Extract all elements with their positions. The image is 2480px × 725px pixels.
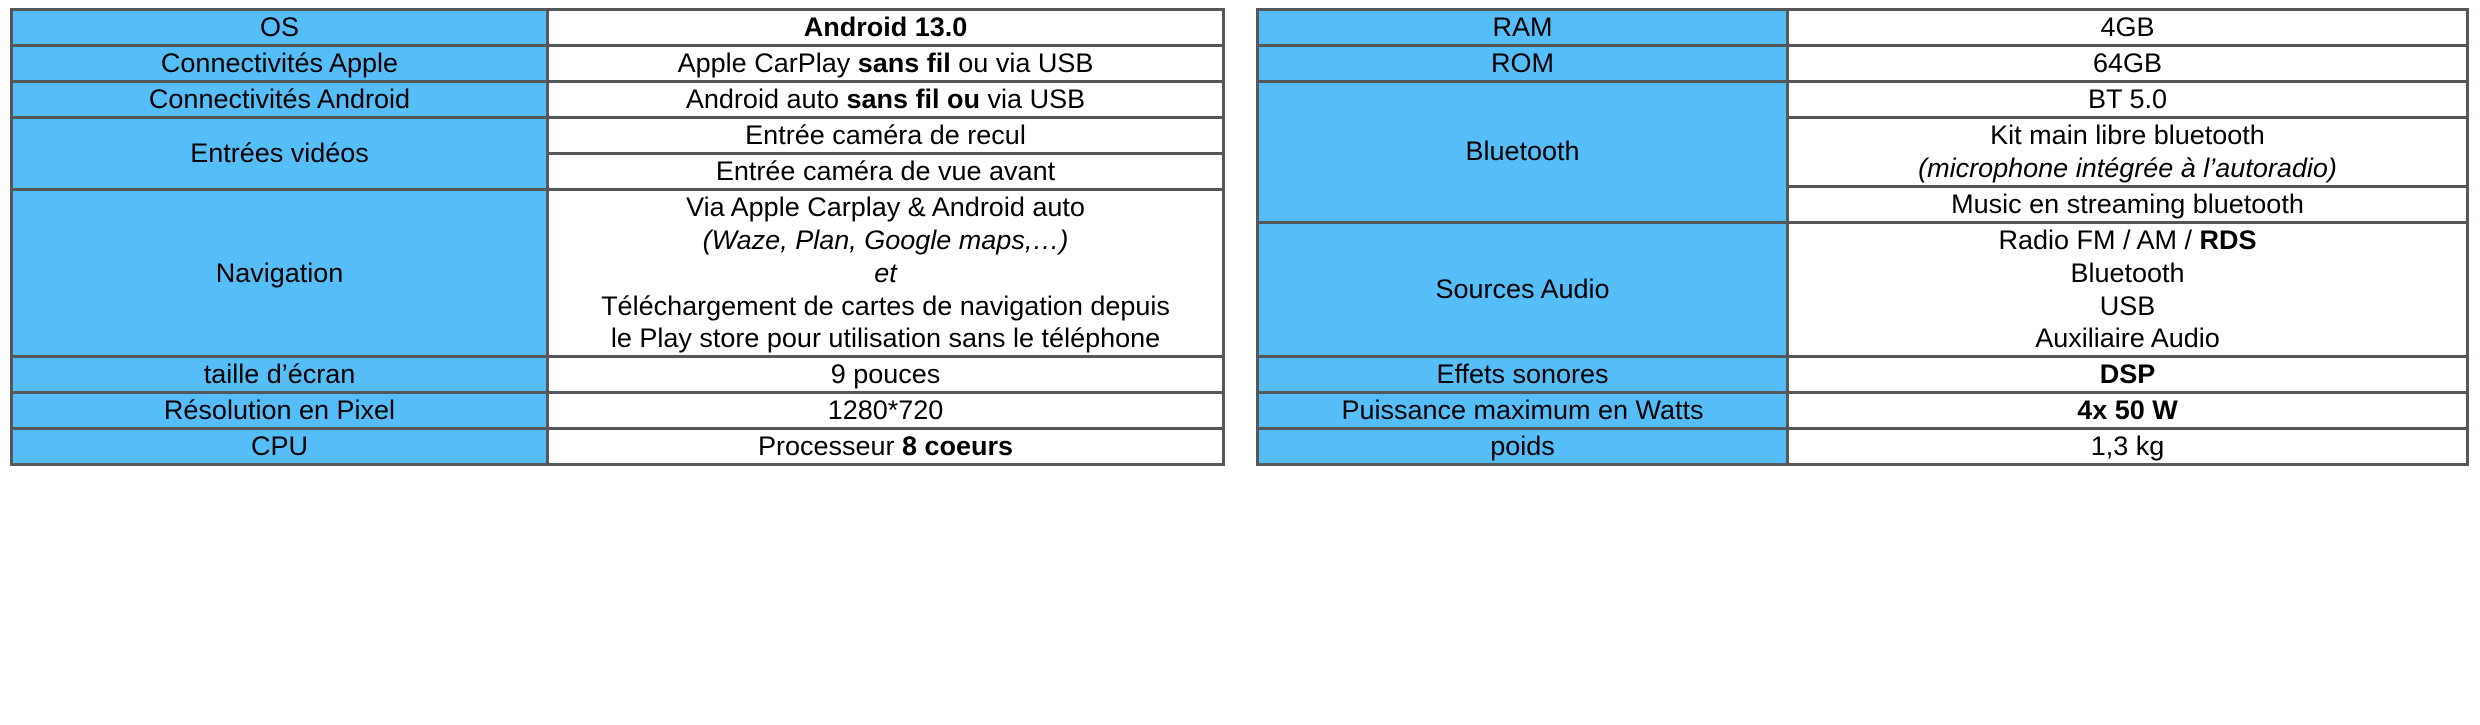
spec-value-cell: Processeur 8 coeurs (546, 427, 1225, 467)
spec-label-cell: OS (10, 8, 549, 47)
value-line: Bluetooth (1795, 257, 2460, 290)
spec-value-cell: Apple CarPlay sans fil ou via USB (546, 43, 1225, 83)
value-text-segment: 1,3 kg (2090, 431, 2165, 462)
spec-label-cell: Bluetooth (1256, 79, 1789, 224)
spec-value-cell: 4x 50 W (1786, 391, 2469, 431)
value-line: Téléchargement de cartes de navigation d… (555, 290, 1216, 323)
value-text-segment: (microphone intégrée à l’autoradio) (1918, 152, 2337, 183)
value-text-segment: Entrée caméra de recul (745, 119, 1026, 150)
spec-label-cell: Navigation (10, 187, 549, 359)
value-line: et (555, 257, 1216, 290)
table-row: Bluetooth BT 5.0 (1256, 79, 2469, 224)
spec-value-cell: 4GB (1786, 8, 2469, 47)
table-row: Puissance maximum en Watts 4x 50 W (1256, 391, 2469, 431)
spec-label-cell: CPU (10, 427, 549, 467)
value-text-segment: Processeur (757, 431, 902, 462)
value-text-segment: USB (2099, 290, 2156, 321)
spec-value-cell: 9 pouces (546, 355, 1225, 395)
value-line: Via Apple Carplay & Android auto (555, 191, 1216, 224)
spec-label-cell: poids (1256, 427, 1789, 467)
spec-label-cell: Entrées vidéos (10, 115, 549, 191)
spec-value-cell: Android auto sans fil ou via USB (546, 79, 1225, 119)
spec-value-cell: 64GB (1786, 43, 2469, 83)
value-line: le Play store pour utilisation sans le t… (555, 322, 1216, 355)
value-text-segment: sans fil ou (846, 83, 981, 114)
value-line: Auxiliaire Audio (1795, 322, 2460, 355)
table-row: poids 1,3 kg (1256, 427, 2469, 467)
spec-value-cell: 1,3 kg (1786, 427, 2469, 467)
table-row: Entrée caméra de vue avant (12, 151, 1225, 191)
value-line: Radio FM / AM / RDS (1795, 224, 2460, 257)
table-row: Music en streaming bluetooth (1258, 184, 2469, 224)
spec-label-cell: RAM (1256, 8, 1789, 47)
spec-label-cell: ROM (1256, 43, 1789, 83)
value-text-segment: 4x 50 W (2077, 395, 2178, 426)
value-text-segment: Entrée caméra de vue avant (715, 155, 1056, 186)
spec-value-cell: 1280*720 (546, 391, 1225, 431)
spec-label-cell: Effets sonores (1256, 355, 1789, 395)
value-text-segment: Apple CarPlay (677, 47, 858, 78)
spec-value-cell: BT 5.0 (1786, 79, 2469, 119)
table-row: Kit main libre bluetooth(microphone inté… (1258, 115, 2469, 188)
spec-value-cell: Entrée caméra de vue avant (546, 151, 1225, 191)
value-text-segment: Music en streaming bluetooth (1951, 188, 2304, 219)
value-text-segment: ou via USB (950, 47, 1094, 78)
value-text-segment: Via Apple Carplay & Android auto (686, 191, 1085, 222)
value-text-segment: via USB (980, 83, 1086, 114)
table-row: ROM 64GB (1256, 43, 2469, 83)
value-line: (microphone intégrée à l’autoradio) (1795, 152, 2460, 185)
spec-label-cell: Puissance maximum en Watts (1256, 391, 1789, 431)
value-text-segment: RDS (2199, 224, 2257, 255)
value-line: USB (1795, 290, 2460, 323)
value-text-segment: Radio FM / AM / (1998, 224, 2200, 255)
value-text-segment: Android auto (685, 83, 847, 114)
value-text-segment: BT 5.0 (2087, 83, 2168, 114)
spec-label-cell: Connectivités Apple (10, 43, 549, 83)
value-line: (Waze, Plan, Google maps,…) (555, 224, 1216, 257)
value-text-segment: le Play store pour utilisation sans le t… (610, 323, 1161, 354)
table-row: Effets sonores DSP (1256, 355, 2469, 395)
value-text-segment: (Waze, Plan, Google maps,…) (702, 224, 1069, 255)
value-text-segment: 64GB (2092, 47, 2163, 78)
table-row: RAM 4GB (1256, 8, 2469, 47)
value-text-segment: Bluetooth (2070, 257, 2185, 288)
value-text-segment: 9 pouces (830, 359, 941, 390)
value-text-segment: sans fil (857, 47, 951, 78)
value-text-segment: Android 13.0 (803, 12, 968, 42)
value-text-segment: Auxiliaire Audio (2035, 323, 2220, 354)
table-row: Résolution en Pixel 1280*720 (10, 391, 1225, 431)
value-line: Kit main libre bluetooth (1795, 119, 2460, 152)
value-text-segment: Téléchargement de cartes de navigation d… (601, 290, 1170, 321)
spec-value-cell: Android 13.0 (546, 8, 1225, 47)
table-row: Entrées vidéos Entrée caméra de recul (10, 115, 1225, 191)
value-text-segment: DSP (2099, 359, 2156, 390)
spec-value-cell: Kit main libre bluetooth(microphone inté… (1786, 115, 2469, 188)
table-row: OS Android 13.0 (10, 8, 1225, 47)
value-text-segment: et (874, 257, 897, 288)
spec-label-cell: taille d’écran (10, 355, 549, 395)
spec-value-cell: Music en streaming bluetooth (1786, 184, 2469, 224)
spec-value-cell: DSP (1786, 355, 2469, 395)
spec-value-cell: Via Apple Carplay & Android auto(Waze, P… (546, 187, 1225, 359)
spec-label-cell: Résolution en Pixel (10, 391, 549, 431)
spec-label-cell: Sources Audio (1256, 220, 1789, 359)
value-text-segment: 8 coeurs (902, 431, 1014, 462)
spec-label-cell: Connectivités Android (10, 79, 549, 119)
table-row: taille d’écran 9 pouces (10, 355, 1225, 395)
value-text-segment: 4GB (2100, 12, 2155, 42)
value-text-segment: 1280*720 (827, 395, 944, 426)
value-text-segment: Kit main libre bluetooth (1990, 119, 2265, 150)
spec-value-cell: Entrée caméra de recul (546, 115, 1225, 155)
